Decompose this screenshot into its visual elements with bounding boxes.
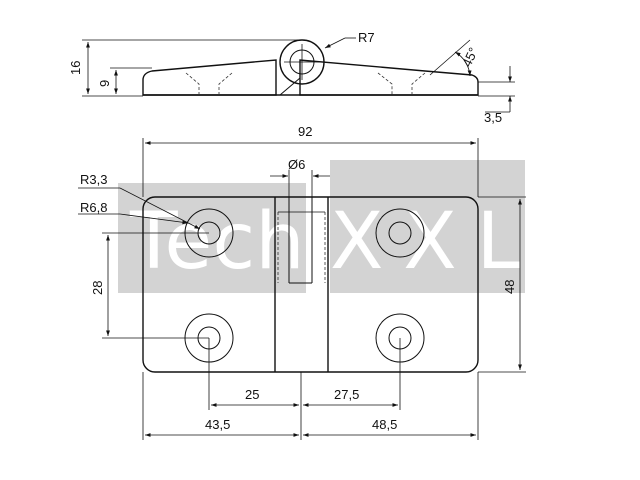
dim-o6-label: Ø6	[288, 157, 305, 172]
dim-485-label: 48,5	[372, 417, 397, 432]
watermark: Tech XXL	[118, 160, 525, 293]
hole-circle	[388, 221, 412, 245]
side-view	[142, 39, 479, 96]
top-dimensions: 92 Ø6 R3,3 R6,8 28 48 25	[78, 124, 526, 440]
dim-16-label: 16	[68, 61, 83, 75]
dim-9-label: 9	[97, 80, 112, 87]
dim-435-label: 43,5	[205, 417, 230, 432]
knuckle-split	[279, 77, 301, 96]
watermark-band-right	[330, 160, 525, 293]
left-countersink-hidden	[185, 72, 233, 95]
dim-92-label: 92	[298, 124, 312, 139]
side-right-leaf	[299, 59, 479, 96]
angle-arc	[454, 51, 472, 77]
right-countersink-hidden	[377, 72, 426, 95]
side-dimensions: 16 9 R7 45° 3,5	[68, 30, 515, 125]
dim-25-label: 25	[245, 387, 259, 402]
dim-r33-label: R3,3	[80, 172, 107, 187]
dim-r68-label: R6,8	[80, 200, 107, 215]
watermark-text-right: XXL	[330, 197, 521, 287]
dim-r7-label: R7	[358, 30, 375, 45]
angle-ref-line	[429, 39, 471, 76]
r7-leader	[324, 37, 346, 49]
dim-48-label: 48	[502, 280, 517, 294]
dim-angle-label: 45°	[459, 45, 481, 69]
dim-275-label: 27,5	[334, 387, 359, 402]
hole-top-right	[375, 208, 425, 258]
dim-28-label: 28	[90, 281, 105, 295]
plate-outline	[142, 196, 479, 373]
r68-leader	[119, 213, 189, 225]
dim-35-label: 3,5	[484, 110, 502, 125]
side-left-leaf	[142, 59, 277, 96]
counterbore-circle	[375, 208, 425, 258]
